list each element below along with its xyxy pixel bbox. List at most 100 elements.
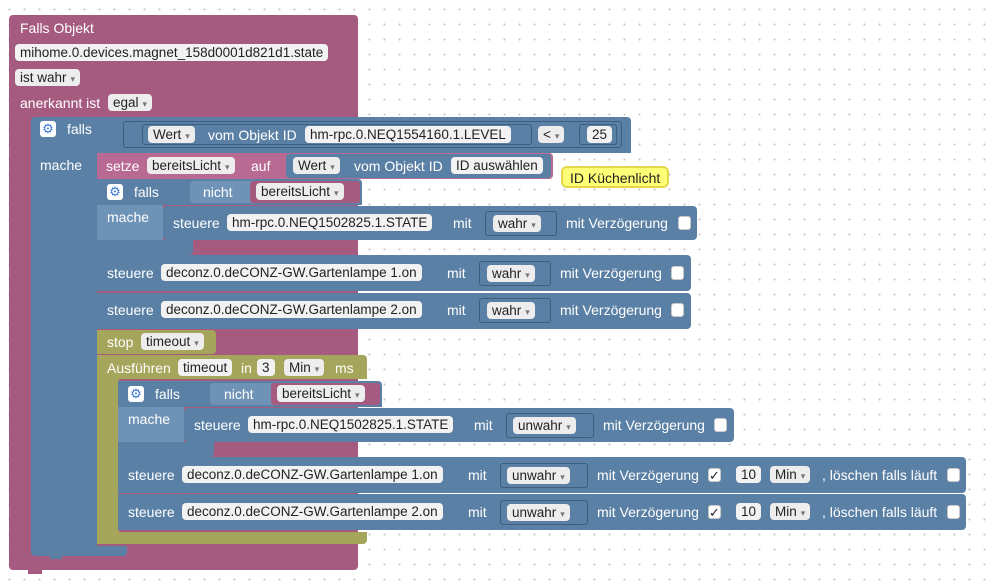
timeout-bottom xyxy=(97,532,367,544)
inner-if-1-spine xyxy=(97,205,163,245)
trigger-condition-dropdown[interactable]: ist wahr▾ xyxy=(15,69,81,86)
clear-if-running-label: , löschen falls läuft xyxy=(822,467,938,483)
chevron-down-icon: ▾ xyxy=(70,74,76,84)
chevron-down-icon: ▾ xyxy=(566,422,571,432)
bool-dropdown[interactable]: unwahr▾ xyxy=(513,417,576,434)
mit-label: mit xyxy=(468,467,487,483)
trigger-object-id-field[interactable]: mihome.0.devices.magnet_158d0001d821d1.s… xyxy=(15,44,329,61)
delay-checkbox[interactable]: ✓ xyxy=(708,468,721,483)
delay-checkbox[interactable] xyxy=(678,216,691,230)
auf-label: auf xyxy=(251,158,271,174)
operator-dropdown[interactable]: <▾ xyxy=(538,126,565,143)
chevron-down-icon: ▾ xyxy=(525,307,530,317)
chevron-down-icon: ▾ xyxy=(314,364,320,374)
stop-timer-dropdown[interactable]: timeout▾ xyxy=(141,333,204,350)
chevron-down-icon: ▾ xyxy=(355,390,360,400)
bool-value: unwahr xyxy=(512,468,557,483)
delay-unit-dropdown[interactable]: Min▾ xyxy=(770,503,811,520)
delay-label: mit Verzögerung xyxy=(560,265,662,281)
stop-timer-value: timeout xyxy=(146,334,191,349)
inner-if-1-variable-dropdown[interactable]: bereitsLicht▾ xyxy=(256,183,344,200)
value-type-value: Wert xyxy=(153,127,182,142)
inner-if-2-spine xyxy=(118,407,184,447)
level-object-id-field[interactable]: hm-rpc.0.NEQ1554160.1.LEVEL xyxy=(305,126,511,143)
clear-if-running-checkbox[interactable] xyxy=(947,468,960,482)
set-value-type-value: Wert xyxy=(298,158,327,173)
vom-objekt-id-label: vom Objekt ID xyxy=(208,127,297,143)
chevron-down-icon: ▾ xyxy=(330,162,335,172)
bool-slot xyxy=(479,261,551,286)
gear-icon[interactable]: ⚙ xyxy=(40,121,56,137)
chevron-down-icon: ▾ xyxy=(225,162,230,172)
trigger-block-tab xyxy=(28,569,42,574)
chevron-down-icon: ▾ xyxy=(194,338,199,348)
bool-value: unwahr xyxy=(512,505,557,520)
control-object-id-field[interactable]: deconz.0.deCONZ-GW.Gartenlampe 2.on xyxy=(182,503,443,520)
steuere-label: steuere xyxy=(107,265,154,281)
timeout-unit-dropdown[interactable]: Min▾ xyxy=(284,359,325,376)
in-label: in xyxy=(241,360,252,376)
inner-if-2-nicht: nicht xyxy=(224,386,254,402)
steuere-label: steuere xyxy=(128,504,175,520)
level-threshold-field[interactable]: 25 xyxy=(587,126,613,143)
control-object-id-field[interactable]: hm-rpc.0.NEQ1502825.1.STATE xyxy=(227,214,433,231)
chevron-down-icon: ▾ xyxy=(560,509,565,519)
set-value-type-dropdown[interactable]: Wert▾ xyxy=(293,157,340,174)
control-object-id-field[interactable]: deconz.0.deCONZ-GW.Gartenlampe 1.on xyxy=(182,466,443,483)
set-object-id-field[interactable]: ID auswählen xyxy=(451,157,543,174)
delay-checkbox[interactable]: ✓ xyxy=(708,505,721,520)
delay-value-field[interactable]: 10 xyxy=(736,466,762,483)
delay-unit-value: Min xyxy=(775,504,797,519)
inner-if-1-nicht: nicht xyxy=(203,184,233,200)
delay-unit-dropdown[interactable]: Min▾ xyxy=(770,466,811,483)
control-object-id-field[interactable]: deconz.0.deCONZ-GW.Gartenlampe 2.on xyxy=(161,301,422,318)
delay-label: mit Verzögerung xyxy=(560,302,662,318)
delay-checkbox[interactable] xyxy=(671,266,684,280)
timeout-spine xyxy=(97,379,119,534)
delay-unit-value: Min xyxy=(775,467,797,482)
trigger-block-bottom xyxy=(9,558,358,570)
bool-dropdown[interactable]: wahr▾ xyxy=(487,302,535,319)
inner-if-2-bottom xyxy=(118,442,214,457)
steuere-label: steuere xyxy=(173,215,220,231)
control-object-id-field[interactable]: deconz.0.deCONZ-GW.Gartenlampe 1.on xyxy=(161,264,422,281)
setze-label: setze xyxy=(106,158,140,174)
ms-label: ms xyxy=(335,360,354,376)
comment-bubble[interactable]: ID Küchenlicht xyxy=(561,166,670,188)
bool-dropdown[interactable]: wahr▾ xyxy=(493,215,541,232)
bool-dropdown[interactable]: unwahr▾ xyxy=(507,504,570,521)
set-variable-dropdown[interactable]: bereitsLicht▾ xyxy=(147,157,235,174)
inner-if-2-falls: falls xyxy=(155,386,180,402)
steuere-label: steuere xyxy=(194,417,241,433)
gear-icon[interactable]: ⚙ xyxy=(107,184,123,200)
ack-value: egal xyxy=(113,95,139,110)
delay-checkbox[interactable] xyxy=(714,418,727,432)
timeout-name-field[interactable]: timeout xyxy=(178,359,233,376)
timeout-unit-value: Min xyxy=(289,360,311,375)
clear-if-running-checkbox[interactable] xyxy=(947,505,960,519)
gear-icon[interactable]: ⚙ xyxy=(128,386,144,402)
chevron-down-icon: ▾ xyxy=(531,220,536,230)
outer-if-spine xyxy=(31,150,97,548)
set-variable-value: bereitsLicht xyxy=(152,158,222,173)
bool-dropdown[interactable]: wahr▾ xyxy=(487,265,535,282)
inner-if-2-variable-dropdown[interactable]: bereitsLicht▾ xyxy=(277,385,365,402)
delay-checkbox[interactable] xyxy=(671,303,684,317)
chevron-down-icon: ▾ xyxy=(185,131,190,141)
control-object-id-field[interactable]: hm-rpc.0.NEQ1502825.1.STATE xyxy=(248,416,454,433)
bool-value: unwahr xyxy=(518,418,563,433)
inner-if-1-variable-value: bereitsLicht xyxy=(261,184,331,199)
inner-if-1-falls: falls xyxy=(134,184,159,200)
inner-if-2-variable-value: bereitsLicht xyxy=(282,386,352,401)
mit-label: mit xyxy=(453,215,472,231)
delay-value-field[interactable]: 10 xyxy=(736,503,762,520)
chevron-down-icon: ▾ xyxy=(334,188,339,198)
delay-label: mit Verzögerung xyxy=(597,504,699,520)
condition-slot xyxy=(123,121,622,148)
bool-dropdown[interactable]: unwahr▾ xyxy=(507,467,570,484)
value-type-dropdown[interactable]: Wert▾ xyxy=(148,126,195,143)
bool-slot xyxy=(485,211,557,236)
timeout-number-field[interactable]: 3 xyxy=(257,359,275,376)
bool-slot xyxy=(479,298,551,323)
ack-dropdown[interactable]: egal▾ xyxy=(108,94,153,111)
